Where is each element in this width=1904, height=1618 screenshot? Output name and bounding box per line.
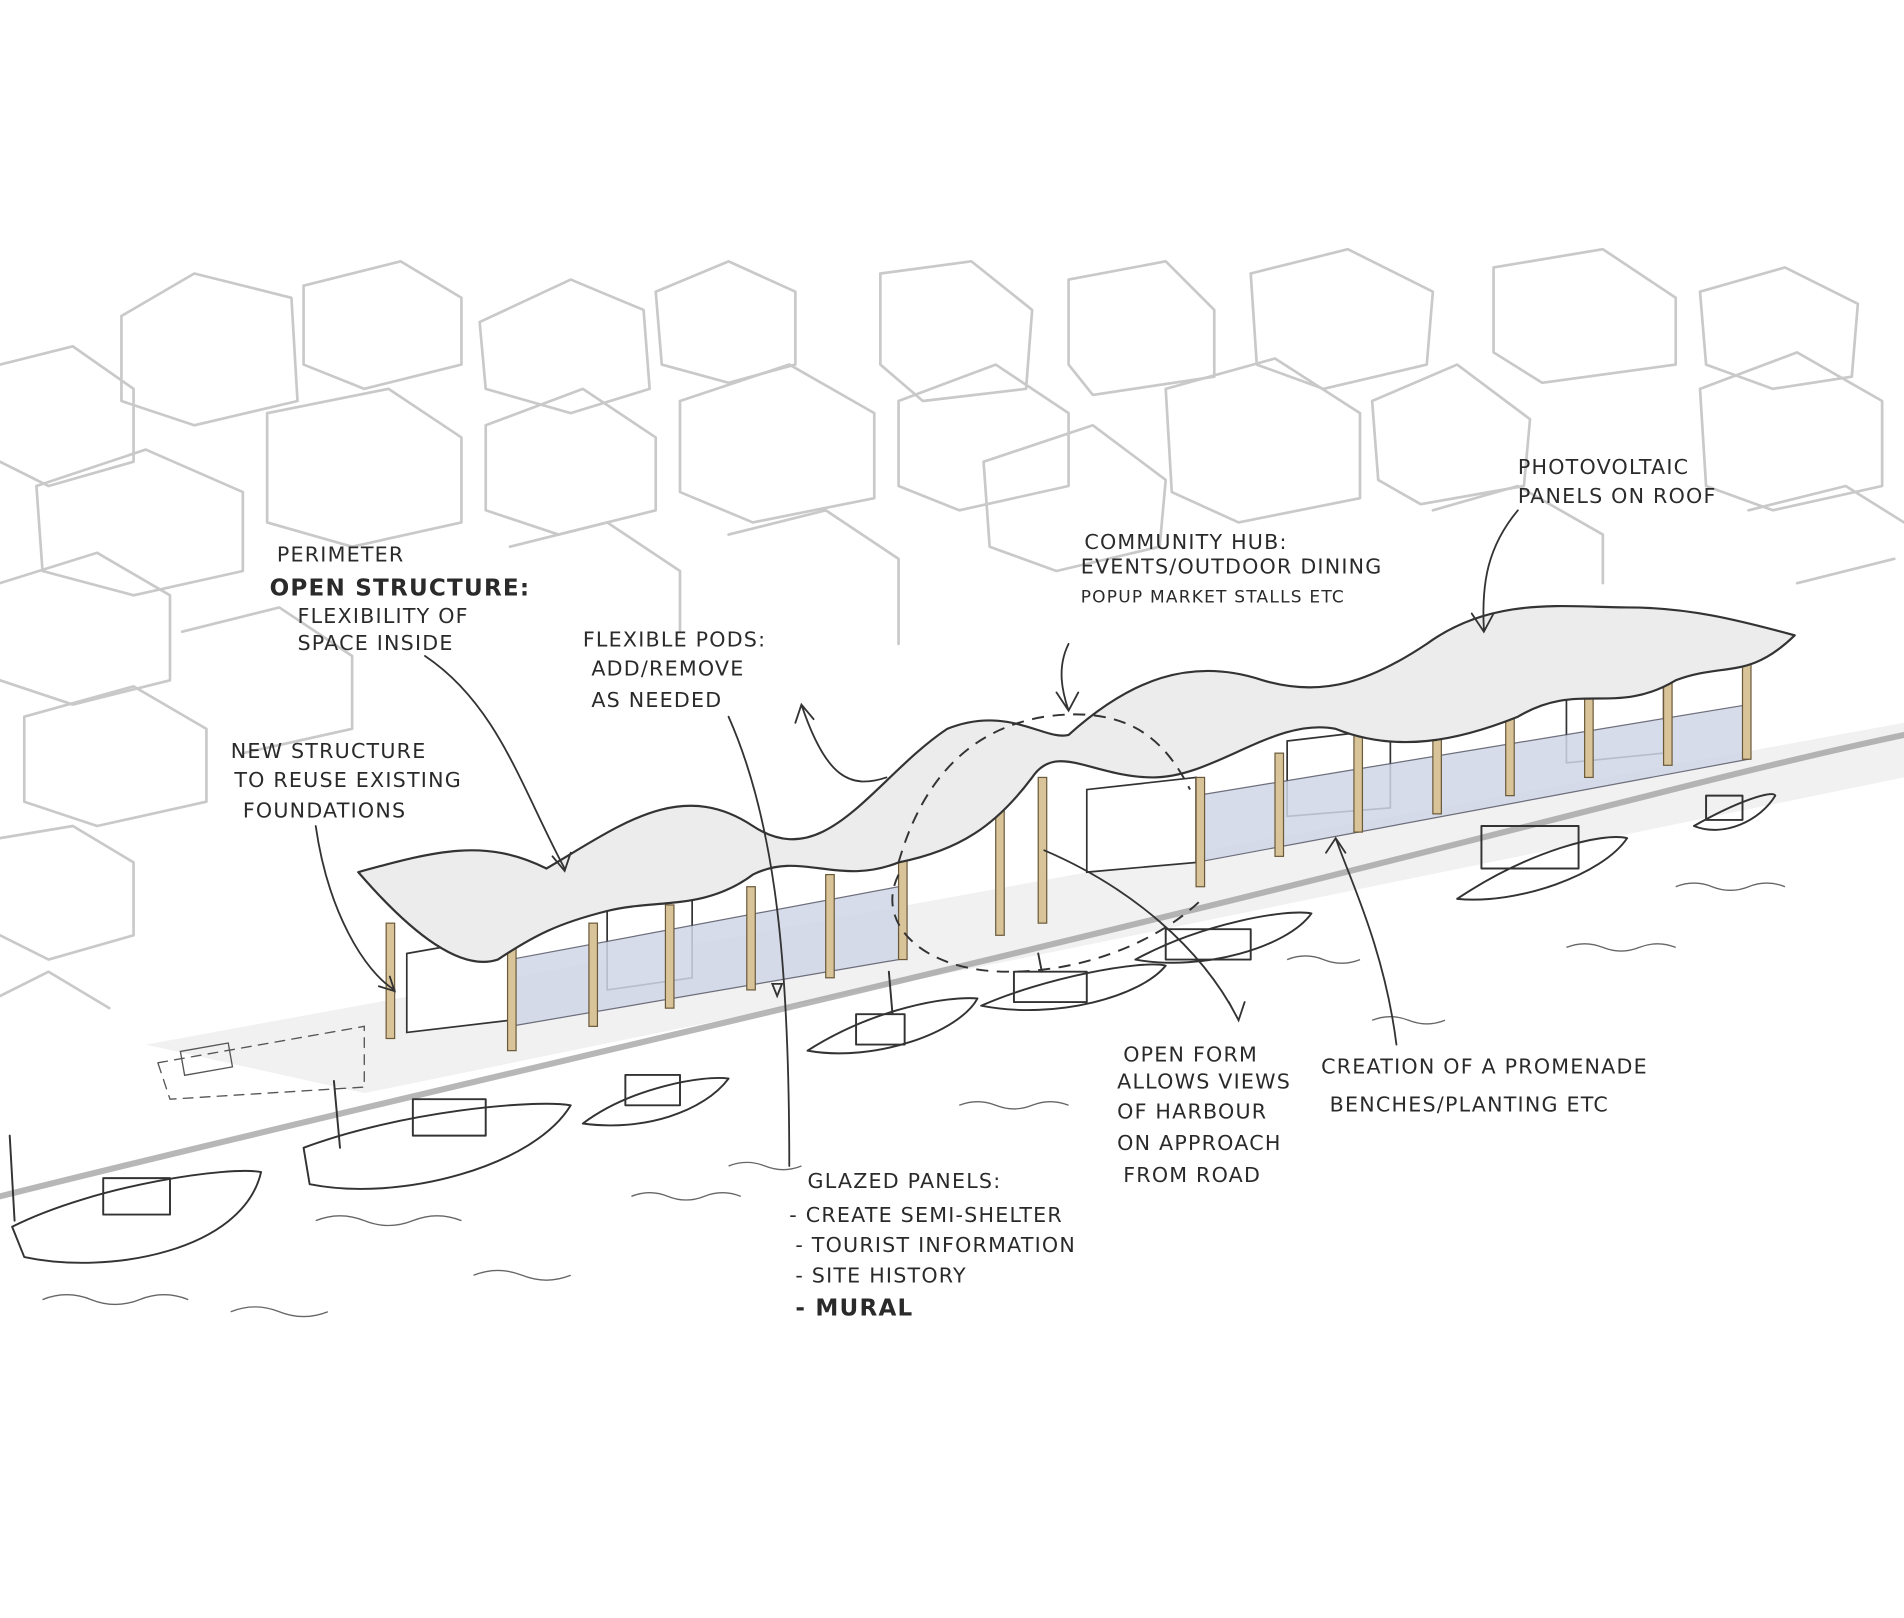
photovoltaic-line2: PANELS ON ROOF	[1518, 484, 1717, 508]
annotation-photovoltaic: PHOTOVOLTAIC PANELS ON ROOF	[1518, 455, 1717, 508]
annotation-arrows	[314, 509, 1519, 1167]
promenade-line2: BENCHES/PLANTING ETC	[1330, 1092, 1609, 1116]
new-structure-line1: NEW STRUCTURE	[231, 739, 427, 763]
open-form-line3: OF HARBOUR	[1117, 1100, 1267, 1124]
community-hub-line2: EVENTS/OUTDOOR DINING	[1081, 554, 1383, 578]
community-hub-line3: POPUP MARKET STALLS ETC	[1081, 588, 1345, 608]
open-form-line2: ALLOWS VIEWS	[1117, 1069, 1291, 1093]
community-hub-line1: COMMUNITY HUB:	[1084, 530, 1287, 554]
glazed-panels-line3: - TOURIST INFORMATION	[795, 1233, 1076, 1257]
glazed-panels-line4: - SITE HISTORY	[795, 1264, 967, 1288]
background-buildings	[0, 247, 1904, 1010]
flexible-pods-line2: ADD/REMOVE	[591, 656, 744, 680]
open-form-line4: ON APPROACH	[1117, 1131, 1281, 1155]
water-ripples	[42, 882, 1786, 1318]
open-form-line5: FROM ROAD	[1123, 1163, 1261, 1187]
photovoltaic-line1: PHOTOVOLTAIC	[1518, 455, 1689, 479]
perimeter-line3: FLEXIBILITY OF	[298, 604, 469, 628]
annotation-new-structure: NEW STRUCTURE TO REUSE EXISTING FOUNDATI…	[231, 739, 462, 823]
wavy-roof	[357, 604, 1796, 973]
glazed-panels-line1: GLAZED PANELS:	[808, 1169, 1002, 1193]
promenade-line1: CREATION OF A PROMENADE	[1321, 1055, 1648, 1079]
annotation-promenade: CREATION OF A PROMENADE BENCHES/PLANTING…	[1321, 1055, 1648, 1117]
boats	[8, 793, 1777, 1264]
glazed-panels-line2: - CREATE SEMI-SHELTER	[789, 1203, 1063, 1227]
annotation-glazed-panels: GLAZED PANELS: - CREATE SEMI-SHELTER - T…	[789, 1169, 1076, 1322]
flexible-pods-line3: AS NEEDED	[591, 688, 722, 712]
perimeter-line1: PERIMETER	[277, 542, 405, 566]
annotation-perimeter: PERIMETER OPEN STRUCTURE: FLEXIBILITY OF…	[270, 542, 531, 655]
new-structure-line2: TO REUSE EXISTING	[233, 768, 462, 792]
glazed-panels-line5: - MURAL	[795, 1295, 913, 1321]
annotation-community-hub: COMMUNITY HUB: EVENTS/OUTDOOR DINING POP…	[1081, 530, 1383, 608]
perimeter-line2: OPEN STRUCTURE:	[270, 575, 531, 601]
annotation-open-form: OPEN FORM ALLOWS VIEWS OF HARBOUR ON APP…	[1117, 1043, 1291, 1187]
open-form-line1: OPEN FORM	[1123, 1043, 1258, 1067]
annotation-flexible-pods: FLEXIBLE PODS: ADD/REMOVE AS NEEDED	[583, 627, 766, 712]
perimeter-line4: SPACE INSIDE	[298, 631, 454, 655]
new-structure-line3: FOUNDATIONS	[243, 799, 406, 823]
flexible-pods-line1: FLEXIBLE PODS:	[583, 627, 766, 651]
